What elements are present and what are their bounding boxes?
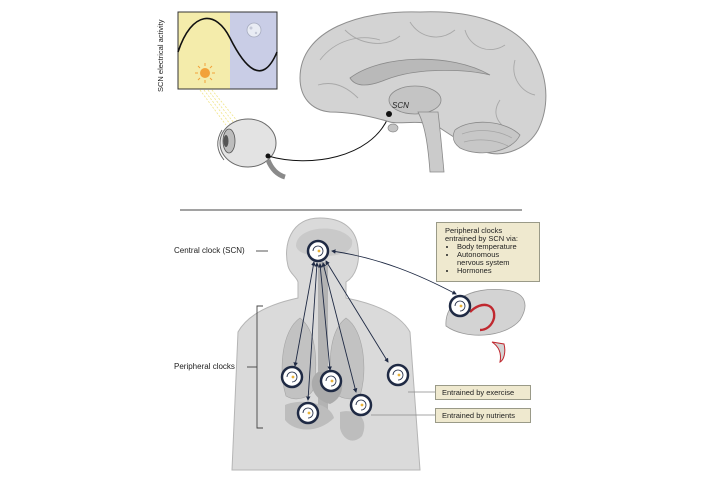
list-item: Body temperature — [457, 243, 535, 251]
exercise-box: Entrained by exercise — [435, 385, 531, 400]
info-box-heading: Peripheral clocks entrained by SCN via: — [445, 226, 518, 243]
peripheral-clock-brain — [448, 294, 472, 318]
scn-activity-graph — [177, 11, 278, 90]
peripheral-clocks-label: Peripheral clocks — [174, 362, 235, 371]
peripheral-clock-heart — [319, 369, 343, 393]
info-box-list: Body temperature Autonomous nervous syst… — [445, 243, 535, 275]
list-item: Hormones — [457, 267, 535, 275]
peripheral-clocks-bracket — [247, 305, 263, 429]
brain-illustration — [299, 11, 547, 173]
peripheral-clock-muscle — [386, 363, 410, 387]
nutrients-box: Entrained by nutrients — [435, 408, 531, 423]
eye-illustration — [217, 118, 286, 180]
central-clock-label: Central clock (SCN) — [174, 246, 245, 255]
moon-icon — [246, 22, 262, 38]
graph-y-axis-label: SCN electrical activity — [156, 19, 165, 92]
scn-signal-arrows — [293, 249, 457, 401]
retinohypothalamic-tract — [267, 117, 389, 162]
sun-icon — [195, 63, 215, 83]
scn-marker — [386, 111, 392, 117]
activity-wave — [177, 17, 278, 72]
central-clock — [306, 239, 330, 263]
hypothalamic-tract — [469, 303, 496, 332]
peripheral-clock-lung-left — [280, 365, 304, 389]
hypothalamus-detail — [445, 288, 526, 363]
list-item: Autonomous nervous system — [457, 251, 519, 267]
entrainment-info-box: Peripheral clocks entrained by SCN via: … — [436, 222, 540, 282]
scn-label: SCN — [392, 101, 409, 110]
peripheral-clock-stomach — [349, 393, 373, 417]
peripheral-clock-liver — [296, 401, 320, 425]
light-rays — [199, 89, 239, 126]
